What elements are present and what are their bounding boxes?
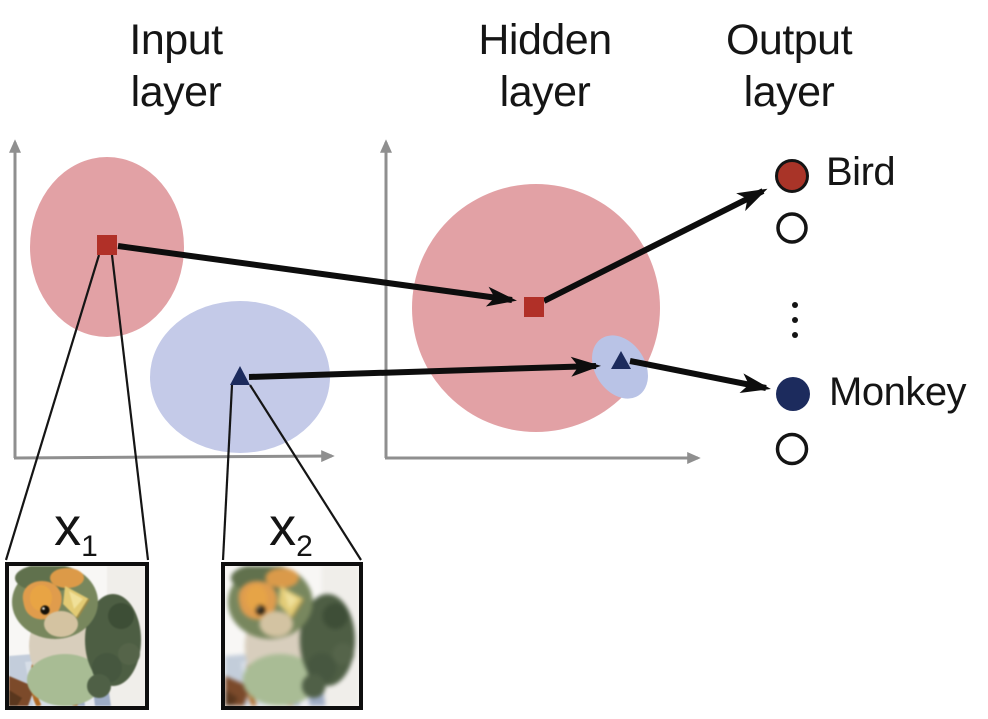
bird-photo-x2	[225, 566, 359, 706]
input-layer-title-line2: layer	[130, 68, 222, 116]
input-axis-x	[13, 450, 335, 463]
input-layer-title-line1: Input	[129, 16, 223, 64]
input-x1-label-sub: 1	[81, 530, 98, 563]
output-layer-title-line2: layer	[743, 68, 835, 116]
projection-line-x1-right	[110, 254, 150, 561]
output-layer-title-line1: Output	[725, 16, 853, 64]
input-layer-axes	[9, 139, 335, 463]
input-image-x2	[221, 562, 363, 710]
photo-projection-lines	[4, 254, 362, 561]
output-node-unused-bottom	[775, 432, 809, 466]
input-layer-title: Input layer	[66, 14, 286, 118]
propagation-arrows	[117, 188, 771, 393]
monkey-sample-hidden-marker	[611, 351, 631, 369]
output-node-bird	[775, 159, 809, 193]
output-node-monkey	[776, 377, 810, 411]
projection-line-x1-left	[4, 254, 101, 561]
input-x1-label-base: x	[54, 497, 82, 557]
projection-line-x2-right	[249, 384, 362, 561]
input-image-x1	[5, 562, 149, 710]
input-x2-label-sub: 2	[296, 530, 313, 563]
arrow-input-to-hidden-bird	[117, 243, 517, 307]
ellipsis-dots	[792, 302, 798, 338]
arrow-input-to-hidden-monkey	[248, 356, 601, 380]
input-x2-label-base: x	[269, 497, 297, 557]
hidden-layer-title-line2: layer	[499, 68, 591, 116]
arrow-hidden-to-output-monkey	[629, 358, 771, 393]
hidden-layer-axes	[380, 139, 701, 464]
hidden-layer-title: Hidden layer	[435, 14, 655, 118]
hidden-layer-title-line1: Hidden	[478, 16, 612, 64]
input-x1-label: x1	[31, 497, 121, 562]
monkey-class-label: Monkey	[829, 370, 967, 414]
projection-line-x2-left	[221, 384, 234, 561]
output-layer-title: Output layer	[679, 14, 899, 118]
output-node-unused-top	[776, 212, 808, 244]
bird-class-label: Bird	[826, 150, 896, 194]
arrow-hidden-to-output-bird	[542, 188, 768, 304]
bird-sample-hidden-marker	[524, 297, 544, 317]
input-x2-label: x2	[246, 497, 336, 562]
bird-sample-input-marker	[97, 235, 117, 255]
bird-photo-x1	[9, 566, 145, 706]
monkey-sample-input-marker	[230, 366, 250, 385]
